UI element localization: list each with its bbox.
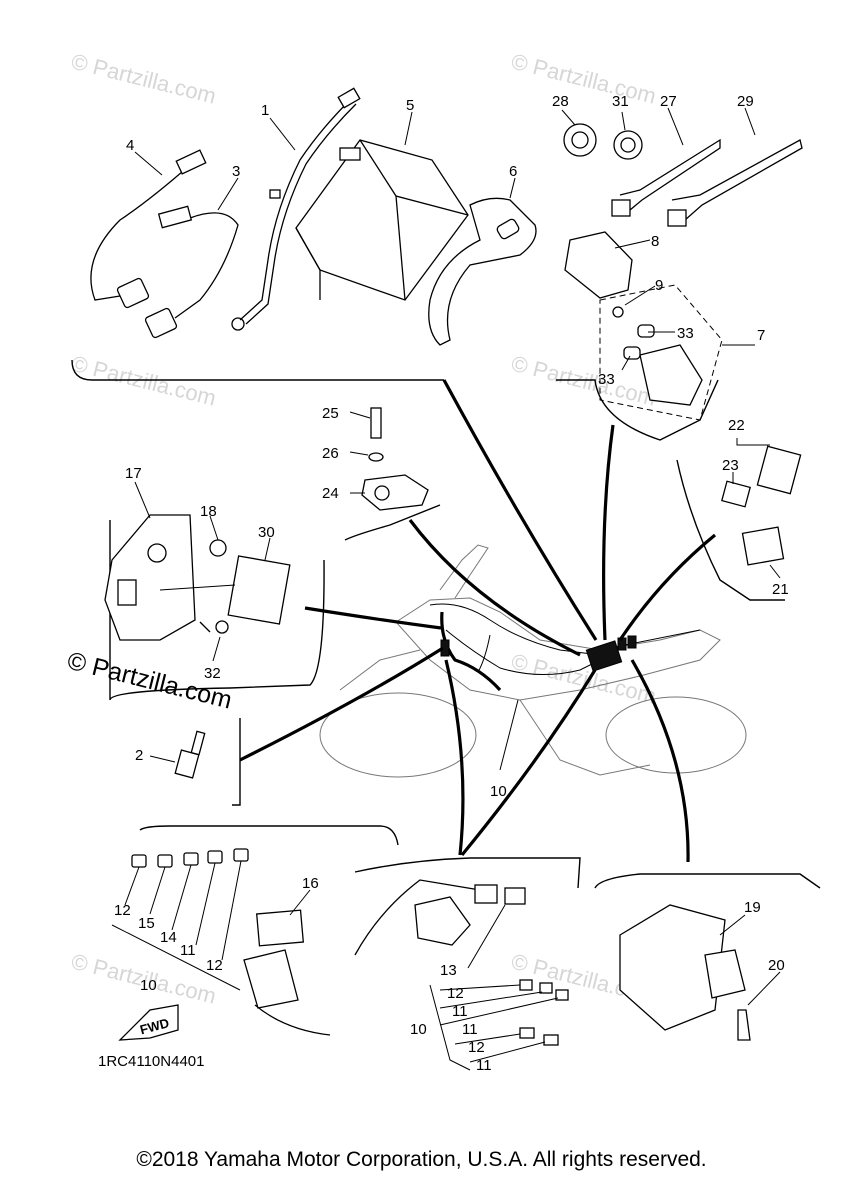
callout-3: 3	[232, 163, 240, 180]
callout-4: 4	[126, 137, 134, 154]
battery-band	[428, 197, 537, 346]
callout-15: 15	[138, 915, 155, 932]
callout-31: 31	[612, 93, 629, 110]
battery-cable	[231, 87, 361, 331]
callout-14: 14	[160, 929, 177, 946]
callout-18: 18	[200, 503, 217, 520]
sensor-2	[174, 730, 206, 779]
callout-20: 20	[768, 957, 785, 974]
callout-12-d: 12	[468, 1039, 485, 1056]
battery	[295, 139, 469, 301]
fuse-group	[111, 848, 331, 1036]
callout-30: 30	[258, 524, 275, 541]
relay-8	[564, 231, 633, 299]
callout-5: 5	[406, 97, 414, 114]
callouts: 1 5 4 3 6 28 31 27 29 8 9 7 33 33 25 26 …	[98, 93, 789, 1074]
callout-1: 1	[261, 102, 269, 119]
callout-23: 23	[722, 457, 739, 474]
callout-2: 2	[135, 747, 143, 764]
callout-28: 28	[552, 93, 569, 110]
callout-9: 9	[655, 277, 663, 294]
callout-8: 8	[651, 233, 659, 250]
callout-12-b: 12	[206, 957, 223, 974]
watermark: © Partzilla.com	[69, 49, 219, 109]
callout-10-a: 10	[490, 783, 507, 800]
ecu-cover-group	[104, 514, 291, 641]
bolt-washer-bracket	[361, 407, 429, 511]
callout-10-b: 10	[140, 977, 157, 994]
callout-11-a: 11	[180, 942, 196, 959]
starter-relay	[599, 284, 723, 421]
callout-16: 16	[302, 875, 319, 892]
callout-21: 21	[772, 581, 789, 598]
callout-27: 27	[660, 93, 677, 110]
cable-ties	[611, 138, 803, 227]
callout-leaders	[134, 107, 781, 1063]
diagram-code: 1RC4110N4401	[98, 1053, 204, 1070]
fwd-label: FWD	[138, 1015, 170, 1037]
callout-11-d: 11	[476, 1057, 492, 1074]
sensor-leads	[90, 149, 239, 339]
callout-25: 25	[322, 405, 339, 422]
callout-12-a: 12	[114, 902, 131, 919]
callout-26: 26	[322, 445, 339, 462]
watermark: © Partzilla.com	[509, 649, 659, 709]
callout-19: 19	[744, 899, 761, 916]
callout-24: 24	[322, 485, 339, 502]
callout-11-c: 11	[462, 1021, 478, 1038]
fwd-arrow: FWD	[118, 1004, 179, 1041]
watermark: © Partzilla.com	[509, 49, 659, 109]
motorcycle-outline	[319, 544, 747, 778]
regulator	[619, 904, 751, 1041]
callout-32: 32	[204, 665, 221, 682]
callout-6: 6	[509, 163, 517, 180]
callout-10-c: 10	[410, 1021, 427, 1038]
callout-13: 13	[440, 962, 457, 979]
clamps	[563, 123, 643, 160]
copyright-footer: ©2018 Yamaha Motor Corporation, U.S.A. A…	[136, 1148, 707, 1171]
callout-17: 17	[125, 465, 142, 482]
right-connectors	[721, 445, 802, 566]
callout-7: 7	[757, 327, 765, 344]
wire-harness	[429, 603, 701, 771]
group-brackets	[71, 359, 821, 889]
callout-33-b: 33	[598, 371, 615, 388]
callout-12-c: 12	[447, 985, 464, 1002]
callout-29: 29	[737, 93, 754, 110]
callout-11-b: 11	[452, 1003, 468, 1020]
callout-22: 22	[728, 417, 745, 434]
callout-33-a: 33	[677, 325, 694, 342]
